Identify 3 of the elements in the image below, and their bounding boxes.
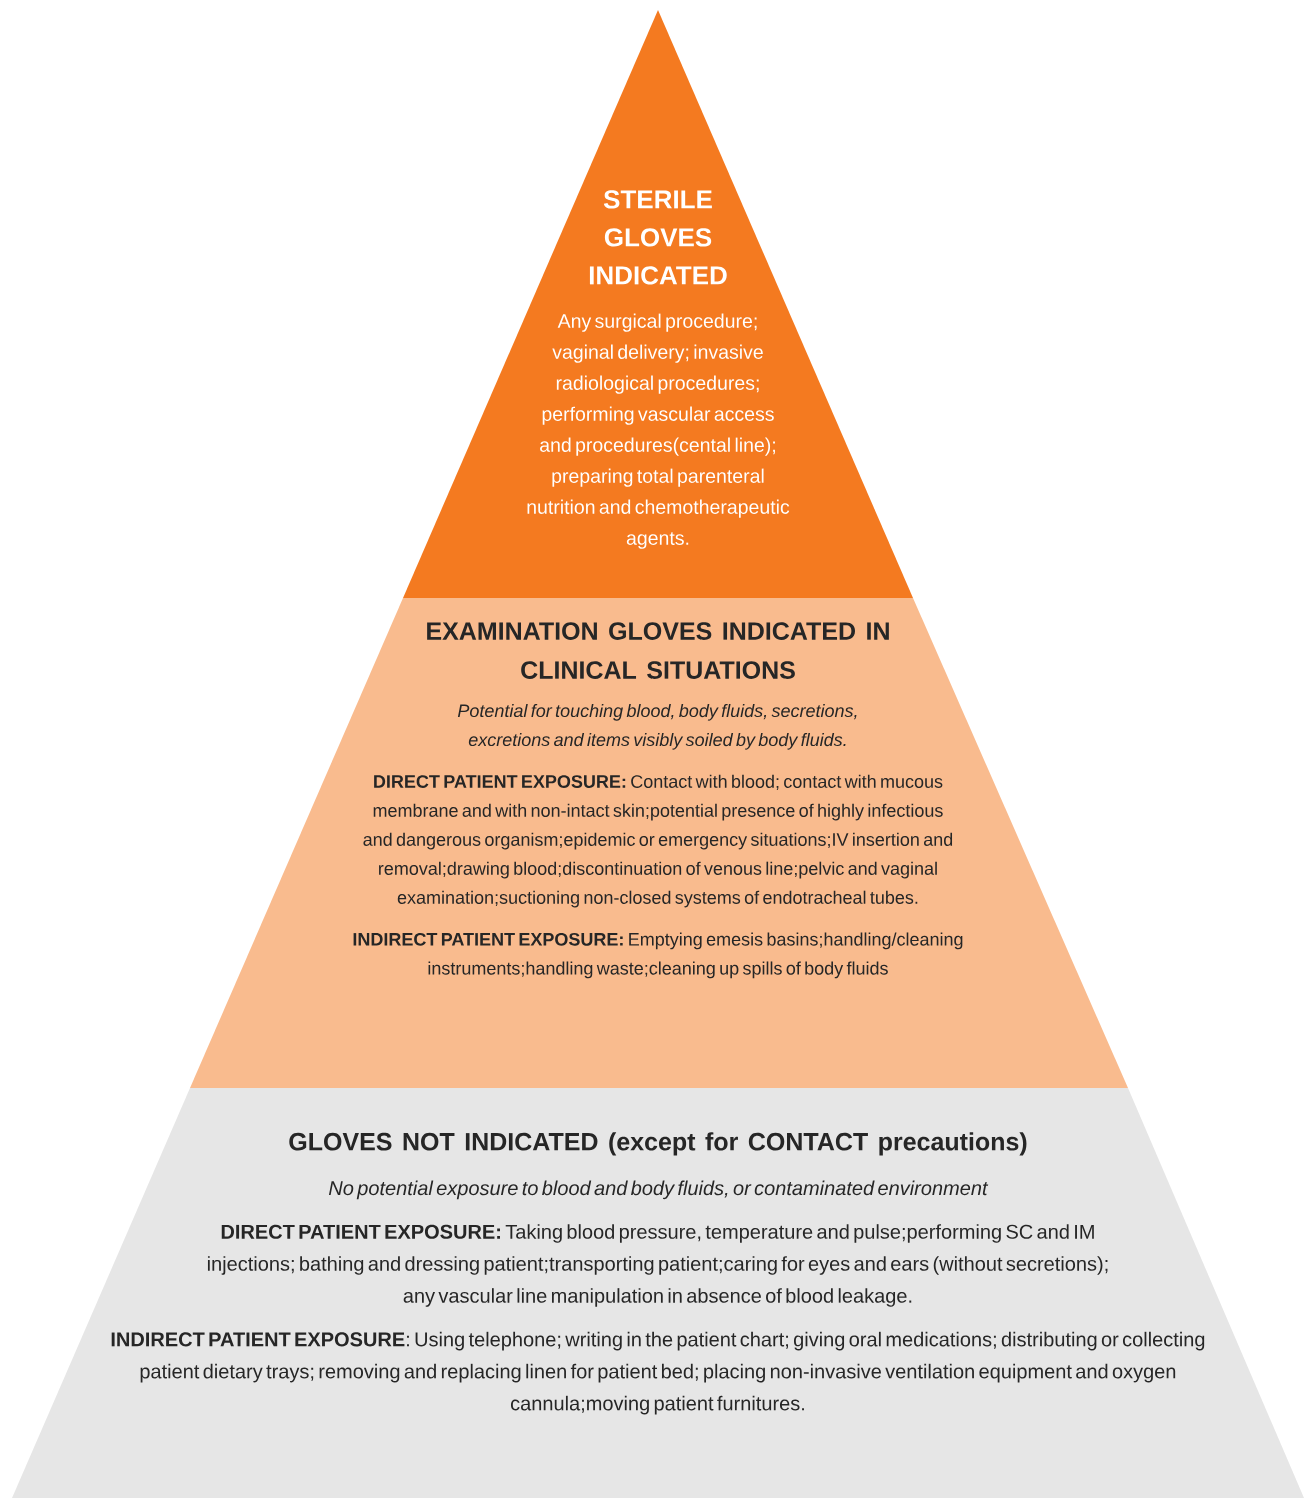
pyramid-tier: EXAMINATION GLOVES INDICATED IN CLINICAL SITUATIONS Potential for touching blood, body fluids, secretions, excretions and items visibly soiled by body fluids. DIRECT PATIENT EXPOSURE: Contact with blood; contact with mucous membrane and with non-intact skin;potential presence of highly infectious and dangerous organism;epidemic or emergency situations;IV insertion and removal;drawing blood;discontinuation of venous line;pelvic and vaginal examination;suctioning non-closed systems of endotracheal tubes. INDIRECT PATIENT EXPOSURE: Emptying emesis basins;handling/cleaning instruments;handling waste;cleaning up spills of body fluids (190, 598, 1128, 1088)
pyramid-tier: GLOVES NOT INDICATED (except for CONTACT precautions) No potential exposure to blood and body fluids, or contaminated environment DIRECT PATIENT EXPOSURE: Taking blood pressure, temperature and pulse;performing SC and IM injections; bathing and dressing patient;transporting patient;caring for eyes and ears (without secretions); any vascular line manipulation in absence of blood leakage. INDIRECT PATIENT EXPOSURE: Using telephone; writing in the patient chart; giving oral medications; distributing or collecting patient dietary trays; removing and replacing linen for patient bed; placing non-invasive ventilation equipment and oxygen cannula;moving patient furnitures. (12, 1088, 1304, 1498)
pyramid-tier: STERILE GLOVES INDICATED Any surgical procedure; vaginal delivery; invasive radiological procedures; performing vascular access and procedures(cental line); preparing total parenteral nutrition and chemotherapeutic agents. (403, 10, 913, 598)
